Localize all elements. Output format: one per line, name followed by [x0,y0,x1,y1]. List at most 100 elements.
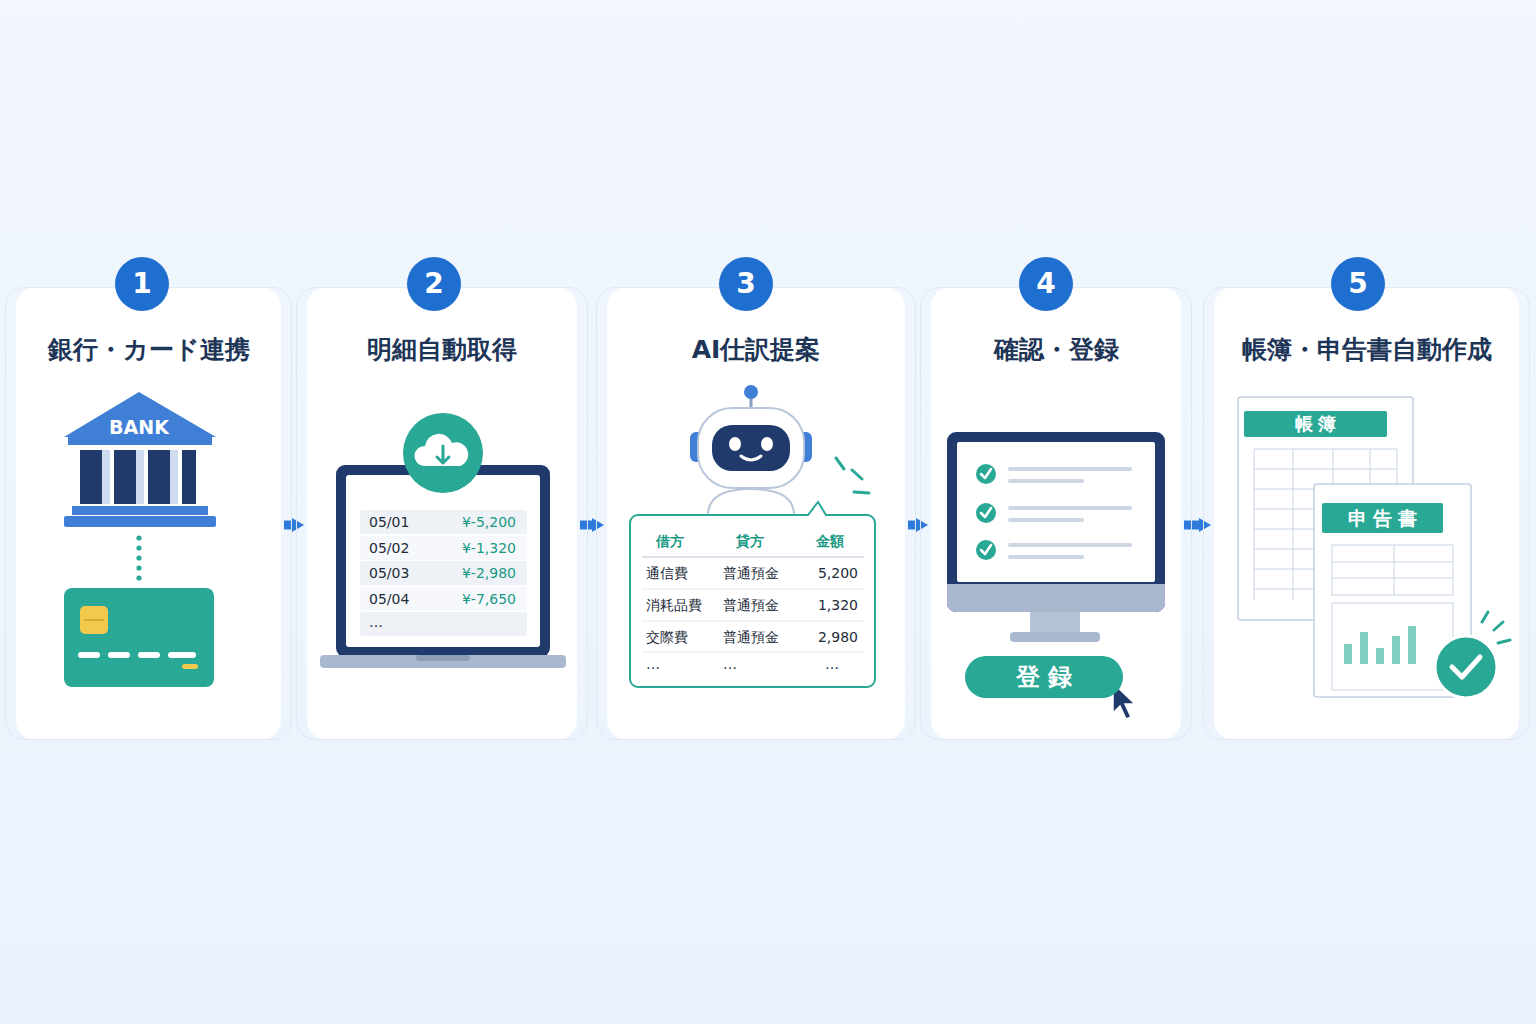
journal-table-panel-part [630,502,875,687]
laptop-icon-part [416,655,470,661]
table-cell: 05/01 [369,513,409,531]
step-title: 銀行・カード連携 [6,336,291,364]
table-cell: 交際費 [646,628,688,646]
step-title: AI仕訳提案 [597,336,915,364]
credit-card-icon-part [138,652,160,658]
flow-arrow [580,521,592,530]
journal-table-panel-part [642,556,864,558]
step-number-badge: 5 [1331,257,1385,311]
tax-return-document-part-part [1408,626,1416,664]
sparkle-lines-part [852,470,862,479]
checklist [976,464,1132,560]
checklist-part [1008,518,1084,522]
step-title: 帳簿・申告書自動作成 [1204,336,1529,364]
table-cell: 普通預金 [723,596,779,614]
step-card: 明細自動取得2 [296,287,588,740]
tax-return-document-part-part [1394,545,1395,595]
step-title: 明細自動取得 [297,336,587,364]
robot-icon-part [741,456,761,460]
dotted-link-part [136,555,141,560]
checklist-part [1008,479,1084,483]
done-check-part [1482,612,1510,643]
step-title: 確認・登録 [921,336,1191,364]
bank-icon-part [114,450,136,504]
checklist-part [1008,555,1084,559]
credit-card-icon-part [78,652,100,658]
ledger-document-part-part [1254,469,1397,470]
step-card: 確認・登録4登録 [920,287,1192,740]
step-card: AI仕訳提案3 [596,287,916,740]
bank-icon-part [136,450,144,504]
step-card: 銀行・カード連携1 [5,287,292,740]
bank-sign: BANK [109,418,169,436]
tax-return-document-part-part [1332,578,1453,579]
journal-table-panel-part [642,652,864,653]
laptop-icon-part [360,536,527,560]
checklist-part [981,545,991,554]
credit-card-icon-part [84,619,104,621]
step-number: 3 [736,270,755,298]
journal-table-panel [630,502,875,687]
monitor-icon-part [957,442,1155,582]
table-header: 借方 [656,532,684,550]
laptop-icon-part [360,612,527,636]
checklist-part [981,508,991,517]
bank-icon [64,392,216,527]
robot-icon-part [729,437,741,451]
download-cloud-icon-part [437,457,449,463]
flow-arrow [908,521,916,530]
laptop-icon-part [360,561,527,585]
ledger-document-part-part [1254,449,1397,450]
bank-icon-part [64,392,216,437]
table-cell: 05/02 [369,539,409,557]
table-cell: 1,320 [818,596,858,614]
dotted-link-part [136,545,141,550]
table-cell: 普通預金 [723,628,779,646]
document-header-bar: 申告書 [1322,503,1443,533]
checklist-part [981,469,991,478]
monitor-icon-part [1010,632,1100,642]
download-cloud-icon [403,413,483,493]
done-check-part-part [1482,612,1488,622]
step-number: 2 [424,270,443,298]
tax-return-document-part-part [1392,636,1400,664]
table-header: 金額 [816,532,844,550]
table-cell: 通信費 [646,564,688,582]
document-header-bar: 帳簿 [1244,411,1387,437]
tax-return-document-part-part [1376,648,1384,664]
checklist-part [1008,506,1132,510]
button-label: 帳簿 [1289,415,1341,433]
done-check-part [1452,657,1480,677]
done-check [1435,612,1510,698]
bank-icon-part [80,450,102,504]
ledger-document-part-part [1293,449,1294,600]
credit-card-icon-part [64,588,214,687]
credit-card-icon-part [80,606,108,634]
checklist-part [1008,467,1132,471]
tax-return-document-part [1344,626,1416,664]
step-number: 5 [1348,270,1367,298]
journal-table-panel-part [642,621,864,622]
journal-table-panel-part [642,589,864,590]
done-check-part [1435,636,1497,698]
bank-icon-part [170,450,178,504]
dotted-link-part [136,565,141,570]
laptop-icon-part [320,655,566,668]
bank-icon-part [102,450,110,504]
checklist-part [976,540,996,560]
button-label: 申告書 [1343,509,1423,528]
statement-amount: ¥-7,650 [462,590,516,608]
table-cell: 2,980 [818,628,858,646]
sparkle-lines-part [836,458,844,469]
step-number-badge: 1 [115,257,169,311]
bank-icon-part [148,450,170,504]
statement-amount: ¥-5,200 [462,513,516,531]
flow-arrow [284,521,292,530]
dotted-link [136,535,141,580]
done-check-part-part [1498,640,1510,643]
